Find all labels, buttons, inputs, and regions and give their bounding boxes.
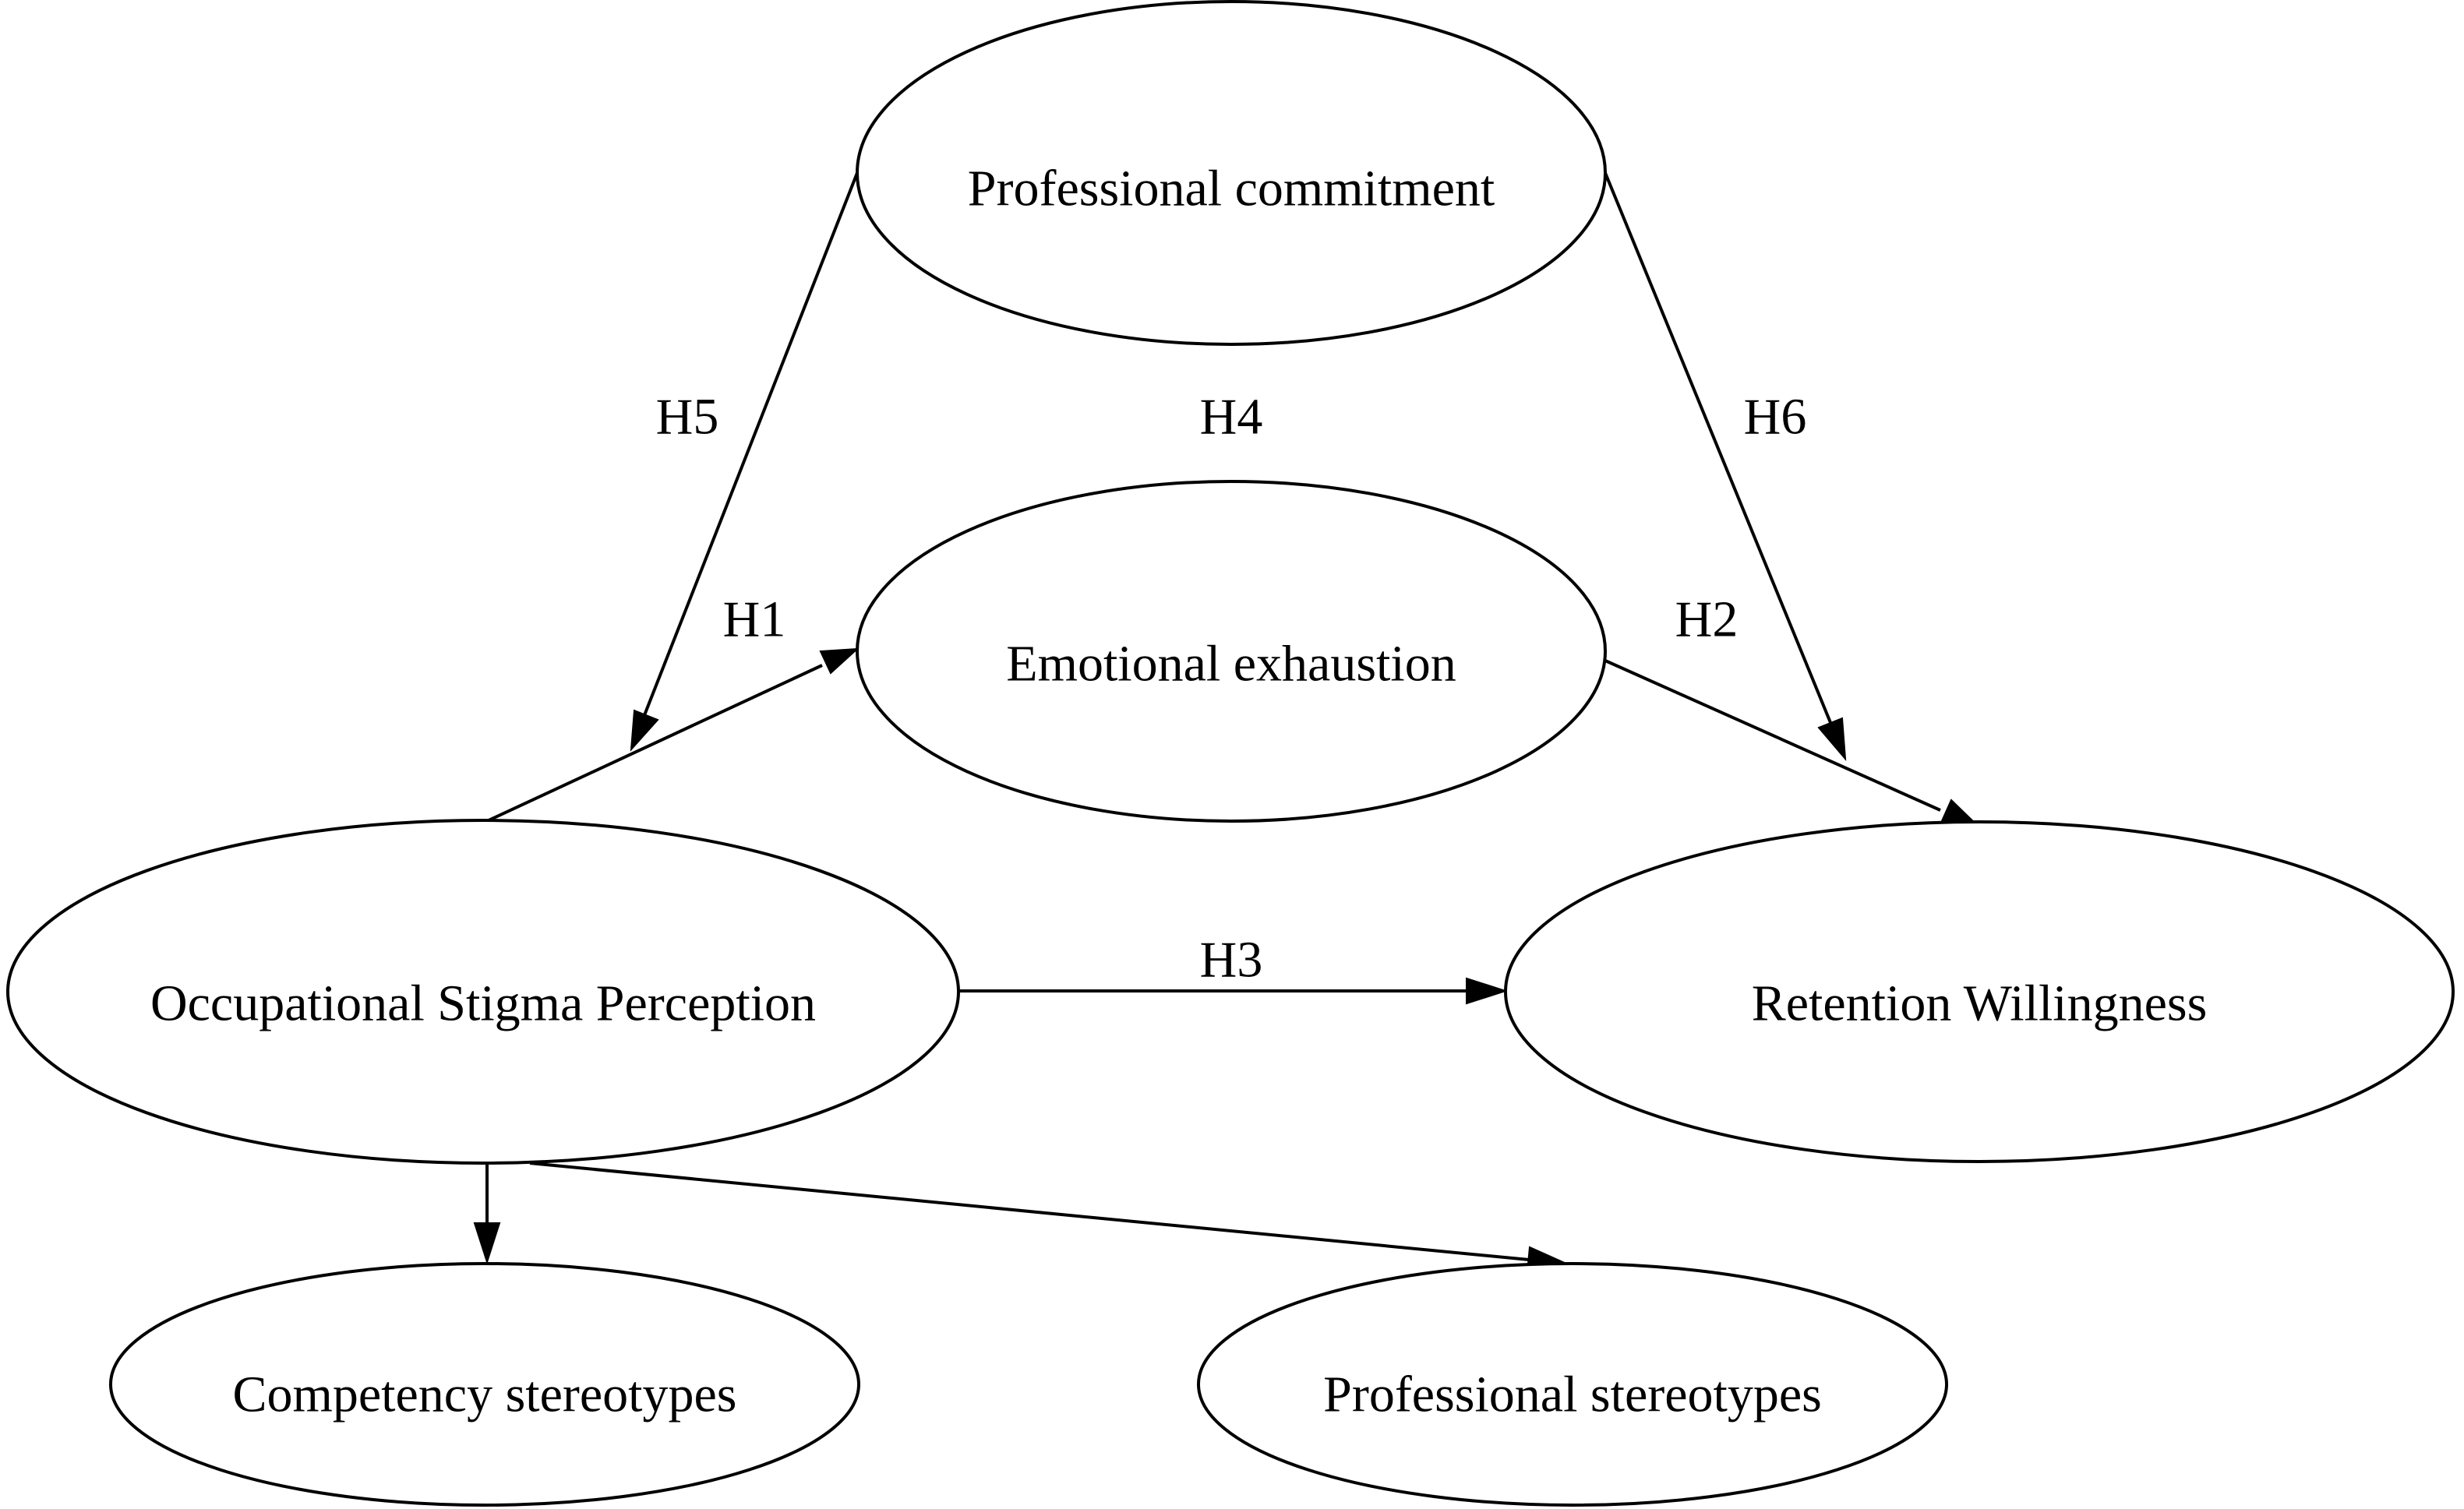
node-professional-commitment: Professional commitment	[856, 0, 1607, 346]
edges	[473, 172, 1980, 1274]
edge-labels: H5 H4 H6 H1 H2 H3	[656, 389, 1807, 989]
edge-h5-line	[643, 172, 859, 716]
node-professional-commitment-ellipse	[856, 0, 1607, 346]
edge-to-competency-arrowhead	[473, 1222, 501, 1265]
node-occupational-stigma-perception: Occupational Stigma Perception	[6, 819, 960, 1165]
edge-label-h3: H3	[1200, 932, 1263, 989]
edge-label-h1: H1	[723, 591, 786, 648]
node-professional-stereotypes-ellipse	[1197, 1262, 1948, 1507]
node-professional-stereotypes-label: Professional stereotypes	[1323, 1366, 1822, 1423]
edge-h3-arrowhead	[1466, 977, 1509, 1005]
node-occupational-stigma-perception-label: Occupational Stigma Perception	[150, 975, 816, 1032]
edge-label-h5: H5	[656, 389, 719, 446]
edge-h5-arrowhead	[630, 709, 659, 752]
edge-h6-arrowhead	[1817, 717, 1847, 761]
node-professional-commitment-label: Professional commitment	[968, 160, 1495, 217]
edge-label-h6: H6	[1744, 389, 1807, 446]
edge-h1-arrowhead	[819, 647, 860, 675]
edge-label-h4: H4	[1200, 389, 1263, 446]
edge-h2-line	[1604, 659, 1941, 812]
node-emotional-exhaustion-ellipse	[856, 480, 1607, 823]
node-professional-stereotypes: Professional stereotypes	[1197, 1262, 1948, 1507]
node-competency-stereotypes-ellipse	[109, 1262, 860, 1507]
node-retention-willingness: Retention Willingness	[1504, 820, 2455, 1163]
node-competency-stereotypes: Competency stereotypes	[109, 1262, 860, 1507]
edge-to-professional-line	[529, 1162, 1530, 1261]
node-emotional-exhaustion-label: Emotional exhaustion	[1006, 636, 1456, 693]
edge-h6-line	[1604, 172, 1833, 725]
node-retention-willingness-ellipse	[1504, 820, 2455, 1163]
node-emotional-exhaustion: Emotional exhaustion	[856, 480, 1607, 823]
node-competency-stereotypes-label: Competency stereotypes	[233, 1366, 737, 1423]
edge-h1-line	[486, 664, 823, 823]
node-retention-willingness-label: Retention Willingness	[1752, 975, 2208, 1032]
node-occupational-stigma-perception-ellipse	[6, 819, 960, 1165]
edge-label-h2: H2	[1675, 591, 1739, 648]
